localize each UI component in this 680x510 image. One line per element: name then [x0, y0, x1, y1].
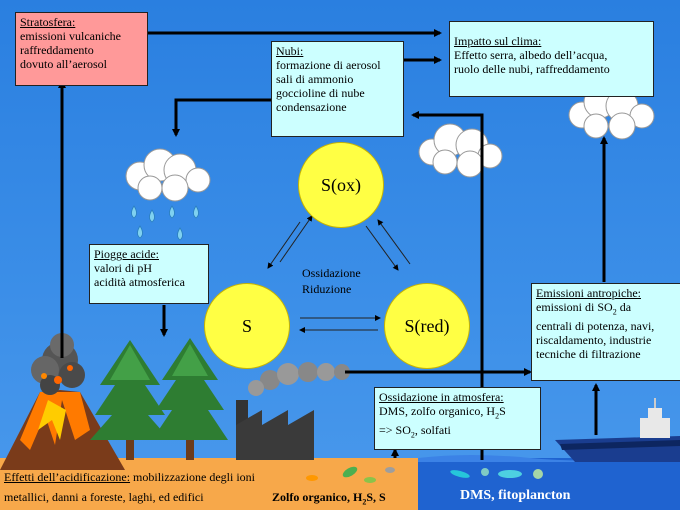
effetti-line-1: Effetti dell’acidificazione: mobilizzazi…: [4, 470, 255, 485]
effetti-line-2: metallici, danni a foreste, laghi, ed ed…: [4, 490, 204, 505]
s-label: S: [242, 316, 252, 337]
piogge-title: Piogge acide:: [94, 247, 204, 261]
riduzione-label: Riduzione: [302, 281, 361, 297]
impatto-box: Impatto sul clima: Effetto serra, albedo…: [449, 21, 654, 97]
piogge-line: valori di pH: [94, 261, 204, 275]
nubi-line: condensazione: [276, 100, 399, 114]
emissioni-line: riscaldamento, industrie: [536, 333, 676, 347]
emissioni-box: Emissioni antropiche: emissioni di SO2 d…: [531, 283, 680, 381]
forest-trees: [90, 338, 228, 460]
stratosfera-title: Stratosfera:: [20, 15, 143, 29]
stratosfera-line: emissioni vulcaniche: [20, 29, 143, 43]
rain-drops: [132, 206, 199, 240]
dms-label: DMS, fitoplancton: [460, 488, 570, 504]
ossidazione-label: Ossidazione: [302, 265, 361, 281]
piogge-line: acidità atmosferica: [94, 275, 204, 289]
sred-label: S(red): [405, 316, 450, 337]
nubi-line: goccioline di nube: [276, 86, 399, 100]
nubi-box: Nubi: formazione di aerosol sali di ammo…: [271, 41, 404, 137]
nubi-line: sali di ammonio: [276, 72, 399, 86]
sox-sun: S(ox): [298, 142, 384, 228]
emissioni-line: centrali di potenza, navi,: [536, 319, 676, 333]
emissioni-title: Emissioni antropiche:: [536, 286, 676, 300]
effetti-title: Effetti dell’acidificazione:: [4, 470, 130, 484]
nubi-title: Nubi:: [276, 44, 399, 58]
stratosfera-line: dovuto all’aerosol: [20, 57, 143, 71]
ossidazione-box: Ossidazione in atmosfera: DMS, zolfo org…: [374, 387, 541, 450]
zolfo-organico-label: Zolfo organico, H2S, S: [272, 490, 386, 506]
emissioni-line-so2: emissioni di SO2 da: [536, 300, 676, 319]
ship-illustration: [555, 398, 680, 462]
cloud-middle: [419, 124, 502, 177]
nubi-line: formazione di aerosol: [276, 58, 399, 72]
cycle-process-labels: Ossidazione Riduzione: [302, 265, 361, 297]
effetti-rest: mobilizzazione degli ioni: [130, 470, 255, 484]
impatto-line: ruolo delle nubi, raffreddamento: [454, 62, 649, 76]
stratosfera-box: Stratosfera: emissioni vulcaniche raffre…: [15, 12, 148, 86]
impatto-title: Impatto sul clima:: [454, 34, 649, 48]
stratosfera-line: raffreddamento: [20, 43, 143, 57]
piogge-box: Piogge acide: valori di pH acidità atmos…: [89, 244, 209, 304]
ossidazione-line-1: DMS, zolfo organico, H2S: [379, 404, 536, 423]
emissioni-line: tecniche di filtrazione: [536, 347, 676, 361]
sred-sun: S(red): [384, 283, 470, 369]
impatto-line: Effetto serra, albedo dell’acqua,: [454, 48, 649, 62]
factory-illustration: [236, 362, 350, 460]
sox-label: S(ox): [321, 175, 361, 196]
s-sun: S: [204, 283, 290, 369]
cloud-left: [126, 149, 210, 201]
ossidazione-line-2: => SO2, solfati: [379, 423, 536, 442]
ossidazione-title: Ossidazione in atmosfera:: [379, 390, 536, 404]
